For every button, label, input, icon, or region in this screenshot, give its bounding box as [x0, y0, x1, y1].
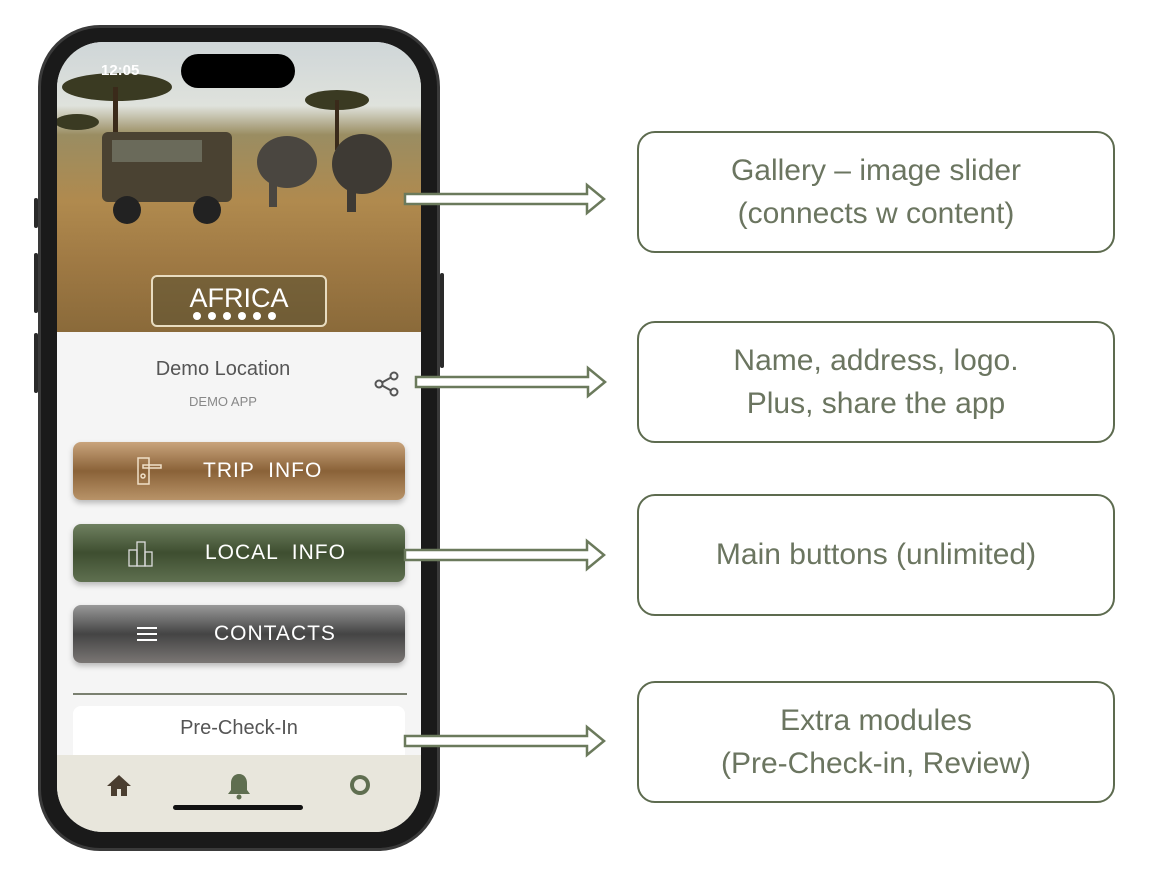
share-icon[interactable]: [373, 370, 401, 403]
tab-bar: [57, 755, 421, 832]
dynamic-island: [181, 54, 295, 88]
safari-photo: [57, 73, 392, 224]
pre-check-in-label: Pre-Check-In: [180, 717, 298, 739]
home-icon[interactable]: [105, 771, 133, 804]
callout-buttons-line1: Main buttons (unlimited): [715, 538, 1037, 572]
callout-name-share: Name, address, logo. Plus, share the app: [637, 321, 1115, 443]
phone-mockup: 12:05 AFRICA Demo Location DEMO APP TRIP…: [34, 25, 444, 851]
local-info-label: LOCAL INFO: [205, 541, 346, 564]
door-handle-icon: [135, 456, 165, 492]
app-screen: 12:05 AFRICA Demo Location DEMO APP TRIP…: [57, 42, 421, 832]
arrow-icon: [414, 365, 607, 399]
location-name: Demo Location: [155, 358, 291, 380]
gallery-title: AFRICA: [189, 283, 289, 313]
gear-icon[interactable]: [346, 771, 374, 804]
gallery-caption: AFRICA: [151, 275, 327, 327]
callout-gallery-line1: Gallery – image slider: [730, 153, 1022, 187]
slider-dots[interactable]: [193, 312, 276, 320]
callout-gallery: Gallery – image slider (connects w conten…: [637, 131, 1115, 253]
callout-name-line2: Plus, share the app: [746, 387, 1006, 420]
callout-modules-line1: Extra modules: [780, 703, 972, 737]
gallery-slider[interactable]: 12:05 AFRICA: [57, 42, 421, 332]
status-time: 12:05: [101, 62, 140, 79]
bell-icon[interactable]: [225, 771, 253, 806]
contacts-label: CONTACTS: [214, 622, 336, 645]
contacts-button[interactable]: CONTACTS: [73, 605, 405, 663]
callout-main-buttons: Main buttons (unlimited): [637, 494, 1115, 616]
location-subtitle: DEMO APP: [189, 394, 257, 409]
arrow-icon: [403, 724, 606, 758]
trip-info-button[interactable]: TRIP INFO: [73, 442, 405, 500]
callout-modules-line2: (Pre-Check-in, Review): [720, 747, 1032, 780]
buildings-icon: [125, 538, 155, 574]
callout-name-line1: Name, address, logo.: [733, 343, 1019, 377]
menu-icon: [135, 619, 159, 655]
callout-extra-modules: Extra modules (Pre-Check-in, Review): [637, 681, 1115, 803]
home-indicator: [173, 805, 303, 810]
divider: [73, 693, 407, 695]
arrow-icon: [403, 538, 606, 572]
arrow-icon: [403, 182, 606, 216]
local-info-button[interactable]: LOCAL INFO: [73, 524, 405, 582]
callout-gallery-line2: (connects w content): [737, 197, 1015, 230]
trip-info-label: TRIP INFO: [203, 459, 323, 482]
